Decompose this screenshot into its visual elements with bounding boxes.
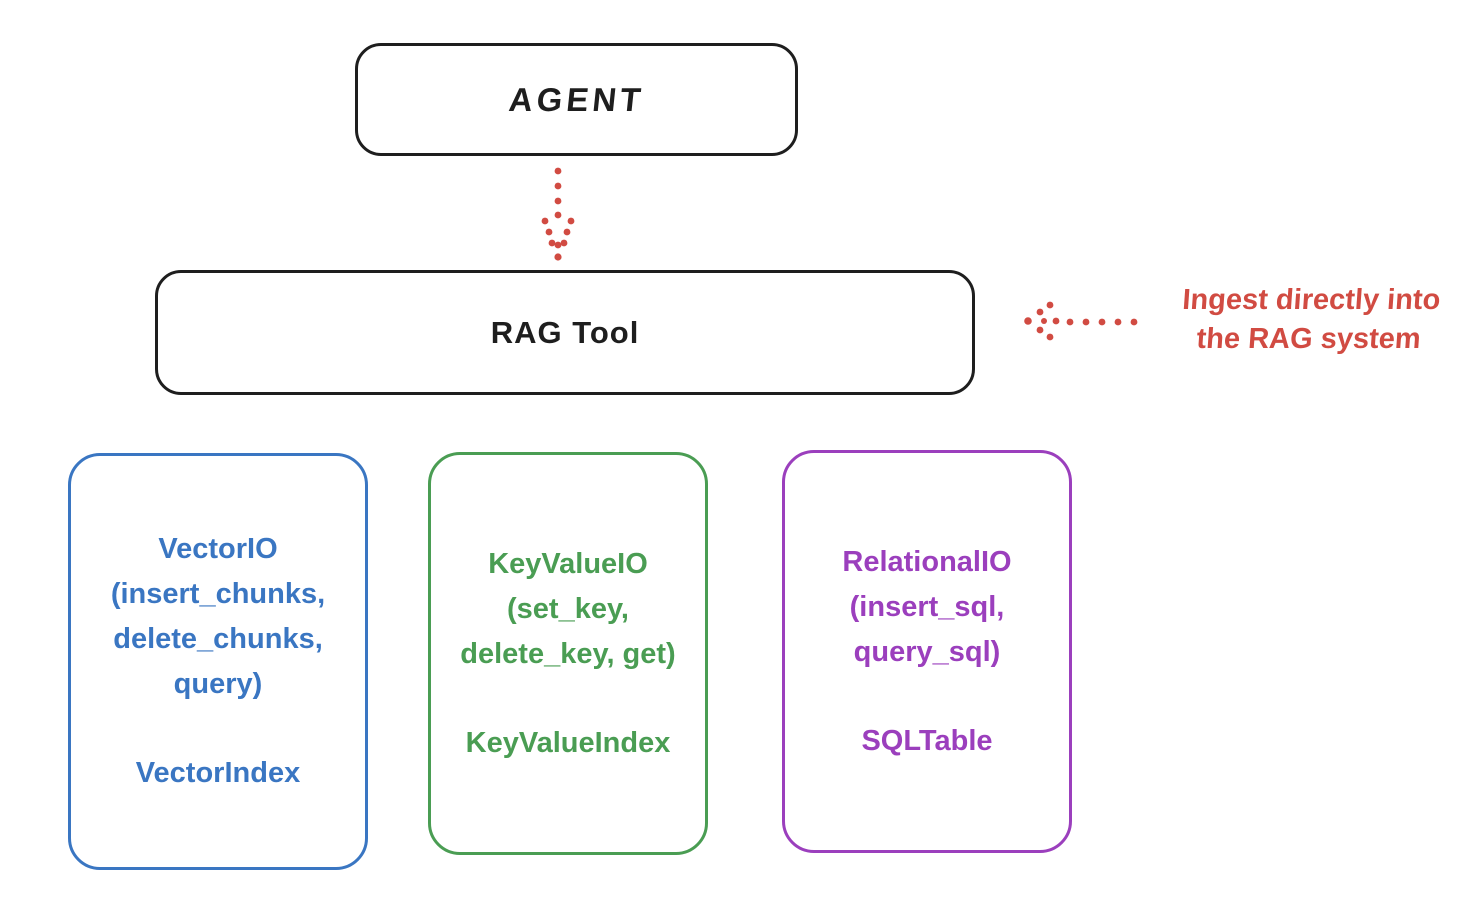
- relational-io-method-line: (insert_sql,: [849, 590, 1005, 623]
- vector-io-method-line: query): [173, 668, 263, 700]
- keyvalue-index-label: KeyValueIndex: [465, 726, 671, 759]
- dotted-arrow-left-icon: [1024, 301, 1138, 341]
- keyvalue-io-box: KeyValueIO (set_key, delete_key, get) Ke…: [428, 452, 708, 855]
- keyvalue-io-method-line: delete_key, get): [460, 637, 676, 670]
- rag-tool-label: RAG Tool: [490, 314, 640, 350]
- vector-index-label: VectorIndex: [135, 757, 301, 789]
- agent-label: AGENT: [506, 80, 647, 118]
- sql-table-label: SQLTable: [861, 724, 993, 757]
- ingest-annotation-line1: Ingest directly into: [1181, 284, 1442, 316]
- vector-io-method-line: (insert_chunks,: [110, 578, 326, 610]
- relational-io-title: RelationalIO: [842, 545, 1012, 578]
- agent-box: AGENT: [355, 43, 798, 156]
- relational-io-method-line: query_sql): [853, 635, 1001, 668]
- keyvalue-io-title: KeyValueIO: [488, 547, 648, 580]
- relational-io-box: RelationalIO (insert_sql, query_sql) SQL…: [782, 450, 1072, 853]
- vector-io-title: VectorIO: [158, 533, 278, 565]
- dotted-arrow-down-icon: [541, 167, 575, 261]
- vector-io-method-line: delete_chunks,: [113, 623, 323, 655]
- keyvalue-io-method-line: (set_key,: [507, 592, 629, 625]
- vector-io-box: VectorIO (insert_chunks, delete_chunks, …: [68, 453, 368, 870]
- ingest-annotation: Ingest directly into the RAG system: [1132, 281, 1484, 359]
- rag-tool-box: RAG Tool: [155, 270, 975, 395]
- ingest-annotation-line2: the RAG system: [1195, 323, 1422, 355]
